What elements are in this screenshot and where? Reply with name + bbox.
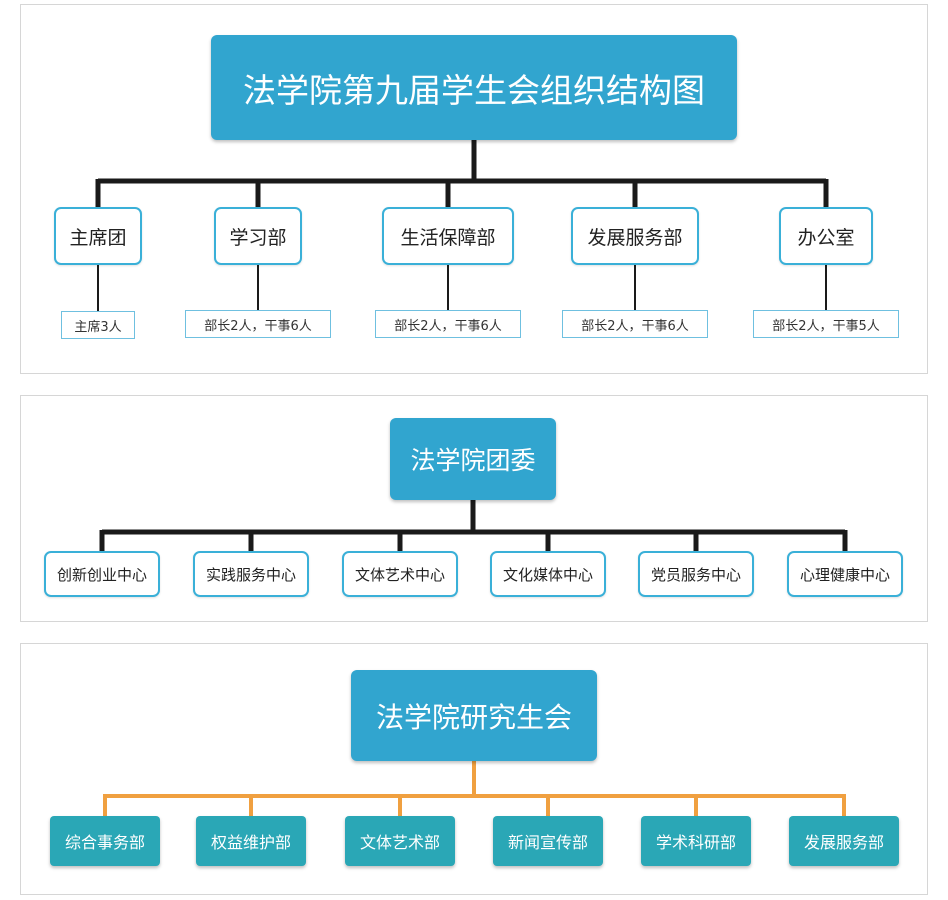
center-practice-service: 实践服务中心 [193, 551, 309, 597]
center-culture-media: 文化媒体中心 [490, 551, 606, 597]
center-sports-arts: 文体艺术中心 [342, 551, 458, 597]
graduate-union-panel: 法学院研究生会 综合事务部 权益维护部 文体艺术部 新闻宣传部 学术科研部 发展… [20, 643, 928, 895]
center-innovation-entrepreneurship: 创新创业中心 [44, 551, 160, 597]
youth-league-title: 法学院团委 [390, 418, 556, 500]
student-union-connectors [95, 140, 829, 313]
graduate-union-title: 法学院研究生会 [351, 670, 597, 761]
center-party-member-service: 党员服务中心 [638, 551, 754, 597]
grad-department-academic-research: 学术科研部 [641, 816, 751, 866]
department-development-service: 发展服务部 [571, 207, 699, 265]
department-study: 学习部 [214, 207, 302, 265]
youth-league-connectors [99, 500, 848, 551]
staff-count-presidium: 主席3人 [61, 311, 135, 339]
staff-count-study: 部长2人，干事6人 [185, 310, 331, 338]
staff-count-development-service: 部长2人，干事6人 [562, 310, 708, 338]
grad-department-sports-arts: 文体艺术部 [345, 816, 455, 866]
staff-count-office: 部长2人，干事5人 [753, 310, 899, 338]
student-union-panel: 法学院第九届学生会组织结构图 主席团 学习部 生活保障部 发展服务部 办公室 主… [20, 4, 928, 374]
grad-department-news-publicity: 新闻宣传部 [493, 816, 603, 866]
staff-count-life-support: 部长2人，干事6人 [375, 310, 521, 338]
student-union-title: 法学院第九届学生会组织结构图 [211, 35, 737, 140]
grad-department-rights-protection: 权益维护部 [196, 816, 306, 866]
department-life-support: 生活保障部 [382, 207, 514, 265]
youth-league-panel: 法学院团委 创新创业中心 实践服务中心 文体艺术中心 文化媒体中心 党员服务中心… [20, 395, 928, 622]
department-presidium: 主席团 [54, 207, 142, 265]
center-mental-health: 心理健康中心 [787, 551, 903, 597]
grad-department-development-service: 发展服务部 [789, 816, 899, 866]
grad-department-general-affairs: 综合事务部 [50, 816, 160, 866]
department-office: 办公室 [779, 207, 873, 265]
graduate-union-connectors [103, 761, 846, 816]
